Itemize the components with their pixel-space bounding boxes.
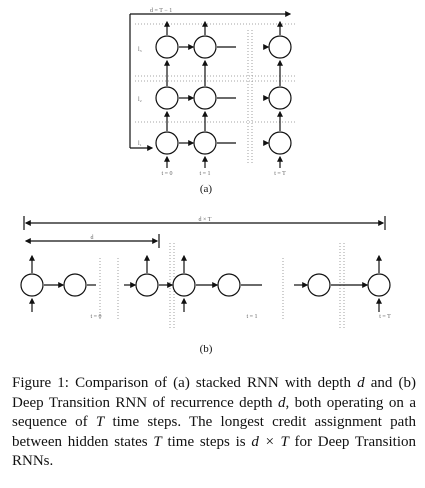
rnn-node [193, 35, 217, 59]
caption-text: , both operating on a sequence of [12, 394, 416, 431]
panel-a: d = T − 1 l₃ l₂ l₁ [129, 8, 295, 195]
caption-text: Figure 1: Comparison of (a) stacked RNN … [12, 375, 358, 391]
time-label: t = 0 [161, 171, 172, 177]
panel-a-label: (a) [200, 183, 213, 195]
time-label: t = T [274, 171, 286, 177]
panel-b-separators [99, 243, 345, 330]
panel-b-inner-arrow [24, 234, 160, 248]
rnn-node [367, 273, 391, 297]
figure-caption: Figure 1: Comparison of (a) stacked RNN … [12, 374, 416, 472]
rnn-node [268, 35, 292, 59]
time-label: t = T [379, 314, 391, 320]
rnn-node [20, 273, 44, 297]
panel-b-label: (b) [200, 343, 213, 355]
rnn-node [155, 86, 179, 110]
caption-math: d [357, 375, 365, 391]
panel-a-path-arrow [129, 11, 292, 151]
caption-text: for Deep Transition RNNs. [12, 433, 417, 470]
rnn-node [307, 273, 331, 297]
rnn-node [155, 35, 179, 59]
caption-text: time steps is [161, 433, 252, 450]
caption-math: T [95, 414, 105, 430]
panel-a-connections [164, 20, 283, 168]
rnn-node [268, 86, 292, 110]
caption-text: and (b) Deep Transition RNN of recurrenc… [12, 375, 416, 411]
caption-math: d [277, 394, 286, 411]
rnn-node [193, 86, 217, 110]
panel-b-connections [29, 254, 382, 312]
rnn-node [63, 273, 87, 297]
caption-math: T [153, 433, 162, 450]
caption-math: d × T [251, 433, 289, 450]
caption-text: time steps. The longest credit assignmen… [12, 414, 416, 450]
figure-diagram: d = T − 1 l₃ l₂ l₁ [20, 8, 391, 355]
rnn-node [155, 131, 179, 155]
inner-arrow-label: d [91, 235, 94, 241]
layer-label: l₁ [138, 141, 142, 147]
layer-label: l₂ [138, 97, 142, 103]
outer-arrow-label: d × T [199, 217, 212, 223]
time-label: t = 0 [90, 314, 101, 320]
layer-label: l₃ [138, 47, 142, 53]
panel-b-outer-arrow [23, 216, 386, 230]
rnn-node [193, 131, 217, 155]
time-label: t = 1 [246, 314, 257, 320]
rnn-node [172, 273, 196, 297]
time-label: t = 1 [199, 171, 210, 177]
rnn-node [135, 273, 159, 297]
rnn-node [268, 131, 292, 155]
panel-b: d × T d [20, 216, 391, 355]
rnn-node [217, 273, 241, 297]
panel-a-arrow-label: d = T − 1 [150, 8, 172, 14]
